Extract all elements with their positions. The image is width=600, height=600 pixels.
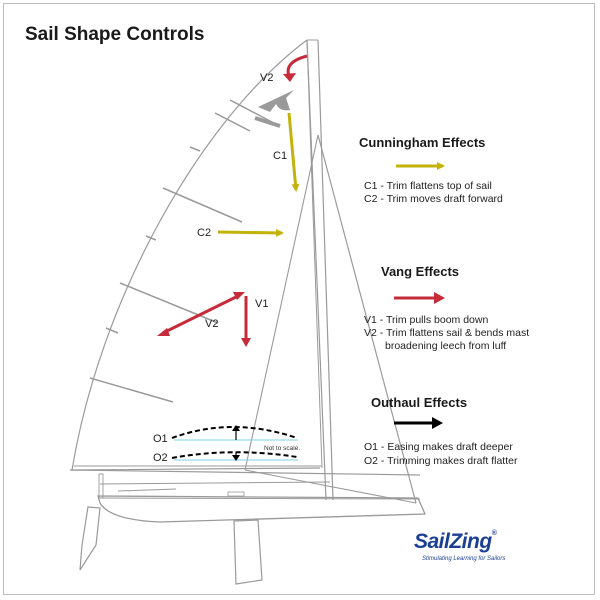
vang-item-v2: V2 - Trim flattens sail & bends mast xyxy=(364,327,530,339)
legend-vang-arrow xyxy=(394,292,445,304)
label-c1: C1 xyxy=(273,150,288,162)
outhaul-item-o1: O1 - Easing makes draft deeper xyxy=(364,441,513,453)
cunningham-item-c2: C2 - Trim moves draft forward xyxy=(364,193,503,205)
vang-item-v1: V1 - Trim pulls boom down xyxy=(364,314,489,326)
rudder xyxy=(79,506,101,571)
c2-arrow xyxy=(217,228,284,237)
outhaul-item-o2: O2 - Trimming makes draft flatter xyxy=(364,455,518,467)
v2-mid-arrow xyxy=(157,292,245,336)
vang-item-v2-cont: broadening leech from luff xyxy=(385,340,507,352)
sailzing-logo: SailZing® xyxy=(414,530,497,554)
rudder-stock xyxy=(98,473,104,499)
label-o1: O1 xyxy=(153,433,168,445)
cunningham-heading: Cunningham Effects xyxy=(359,135,486,150)
v1-arrow xyxy=(241,296,251,347)
cunningham-item-c1: C1 - Trim flattens top of sail xyxy=(364,180,492,192)
registered-mark: ® xyxy=(491,530,497,537)
hull xyxy=(97,481,426,523)
label-v1: V1 xyxy=(255,298,269,310)
outhaul-heading: Outhaul Effects xyxy=(371,395,468,410)
mast xyxy=(306,39,334,501)
label-v2-mid: V2 xyxy=(205,318,219,330)
legend-outhaul-arrow xyxy=(394,417,443,429)
mainsail xyxy=(69,39,421,476)
not-to-scale-note: Not to scale. xyxy=(264,445,301,452)
battens xyxy=(89,99,273,403)
label-c2: C2 xyxy=(197,227,212,239)
cunningham-icon xyxy=(254,90,294,128)
diagram-frame xyxy=(3,3,595,595)
diagram-title: Sail Shape Controls xyxy=(25,24,205,45)
v2-top-arrow xyxy=(283,54,308,82)
vang-heading: Vang Effects xyxy=(381,264,460,279)
label-o2: O2 xyxy=(153,452,168,464)
keel xyxy=(233,519,263,585)
logo-text: SailZing xyxy=(414,530,492,553)
c1-arrow xyxy=(287,112,300,192)
outhaul-foot-shapes xyxy=(171,425,298,461)
logo-tagline: Stimulating Learning for Sailors xyxy=(422,556,506,562)
label-v2-top: V2 xyxy=(260,72,274,84)
